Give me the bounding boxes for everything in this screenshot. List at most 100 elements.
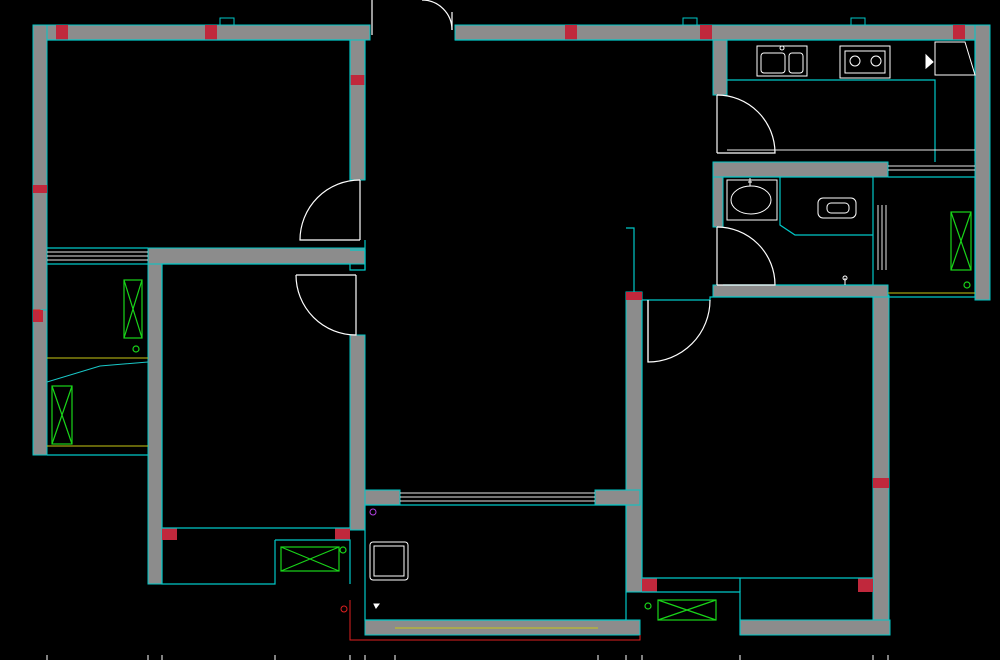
outline xyxy=(364,504,627,621)
outline xyxy=(642,296,874,478)
fridge-mark xyxy=(925,53,934,70)
box xyxy=(950,211,972,271)
x xyxy=(123,279,143,339)
wall-end-caps xyxy=(33,25,965,592)
cap xyxy=(33,185,47,193)
x-box-equipment xyxy=(280,546,340,572)
fridge-outline xyxy=(934,41,976,76)
windows xyxy=(47,149,975,502)
wall-kitchen-left xyxy=(712,39,728,96)
equipment-marker xyxy=(963,281,971,289)
wall-notches xyxy=(219,17,866,26)
cap xyxy=(626,292,642,300)
toilet-seat xyxy=(826,202,850,214)
balcony-fixtures xyxy=(369,508,409,609)
box xyxy=(280,546,340,572)
sink-bowl xyxy=(760,52,786,74)
wall-bathroom-left xyxy=(712,176,724,228)
wall-kitchen-right xyxy=(974,24,991,301)
wall-bedroom3-right xyxy=(872,294,890,636)
outline xyxy=(641,300,873,579)
cap xyxy=(873,478,889,488)
washbasin-counter xyxy=(726,179,778,221)
box xyxy=(51,385,73,445)
x xyxy=(657,599,717,621)
wall-bedroom2-right-lower xyxy=(349,334,366,531)
outline xyxy=(727,79,936,162)
cap xyxy=(205,25,217,40)
equipment-boxes xyxy=(51,211,972,621)
cap xyxy=(335,528,350,540)
wall-bathroom-bottom xyxy=(712,284,889,298)
door-swing-arc[interactable] xyxy=(421,0,453,31)
kitchen-fixtures xyxy=(756,41,976,79)
baseline xyxy=(46,361,149,383)
two-burner-cooktop xyxy=(839,45,891,79)
cooktop-outline xyxy=(839,45,891,79)
outline xyxy=(779,177,873,236)
outline xyxy=(626,227,635,292)
washbasin-bowl xyxy=(730,185,772,215)
x xyxy=(51,385,73,445)
door-swing-arc[interactable] xyxy=(299,179,361,241)
notch xyxy=(682,17,698,26)
x xyxy=(950,211,972,271)
sink-bowl xyxy=(788,52,804,74)
doors[interactable] xyxy=(295,0,776,363)
outline xyxy=(275,539,351,584)
notch xyxy=(219,17,235,26)
cooktop-inner xyxy=(844,50,886,74)
cap xyxy=(858,578,873,592)
toilet-tank xyxy=(817,197,857,219)
door-swing-arc[interactable] xyxy=(647,299,711,363)
outline xyxy=(888,176,976,298)
x-box-equipment xyxy=(950,211,972,271)
outline xyxy=(161,540,276,585)
outline xyxy=(47,39,351,180)
equipment-marker xyxy=(644,602,652,610)
x-box-equipment xyxy=(657,599,717,621)
outline xyxy=(161,264,350,529)
room-outlines xyxy=(47,39,976,635)
cap xyxy=(700,25,712,40)
notch xyxy=(850,17,866,26)
outline xyxy=(727,39,976,162)
wall-bathroom-top xyxy=(712,161,889,178)
wall-bedroom3-bottom xyxy=(739,619,891,636)
x xyxy=(280,546,340,572)
wall-living-bottom-right xyxy=(594,489,641,506)
bottom-ticks xyxy=(46,655,889,660)
sink-tap xyxy=(779,45,785,51)
drain-circle xyxy=(369,508,377,516)
cap xyxy=(162,528,177,540)
cap xyxy=(565,25,577,40)
marker-circle xyxy=(340,605,348,613)
outline xyxy=(642,591,741,635)
cap xyxy=(33,310,43,322)
x-box-equipment xyxy=(123,279,143,339)
box xyxy=(657,599,717,621)
outline xyxy=(723,176,874,286)
washing-machine xyxy=(369,541,409,581)
burner xyxy=(849,55,861,67)
wall-bedroom2-left xyxy=(147,263,163,585)
marker-line xyxy=(33,309,41,322)
door-swing-arc[interactable] xyxy=(295,274,357,336)
door-swing-arc[interactable] xyxy=(716,94,776,154)
equipment-marker xyxy=(339,546,347,554)
toilet xyxy=(817,197,857,219)
drain xyxy=(842,275,848,281)
cap xyxy=(953,25,965,40)
wall-bedroom1-bottom xyxy=(147,247,366,265)
bathroom-fixtures xyxy=(726,178,857,285)
markers xyxy=(33,309,641,641)
drain-mark xyxy=(373,603,380,609)
marker-line xyxy=(349,600,641,641)
door-swing-arc[interactable] xyxy=(716,226,776,286)
burner xyxy=(870,55,882,67)
walls xyxy=(32,24,991,636)
cap xyxy=(56,25,68,40)
baselines xyxy=(46,292,975,629)
